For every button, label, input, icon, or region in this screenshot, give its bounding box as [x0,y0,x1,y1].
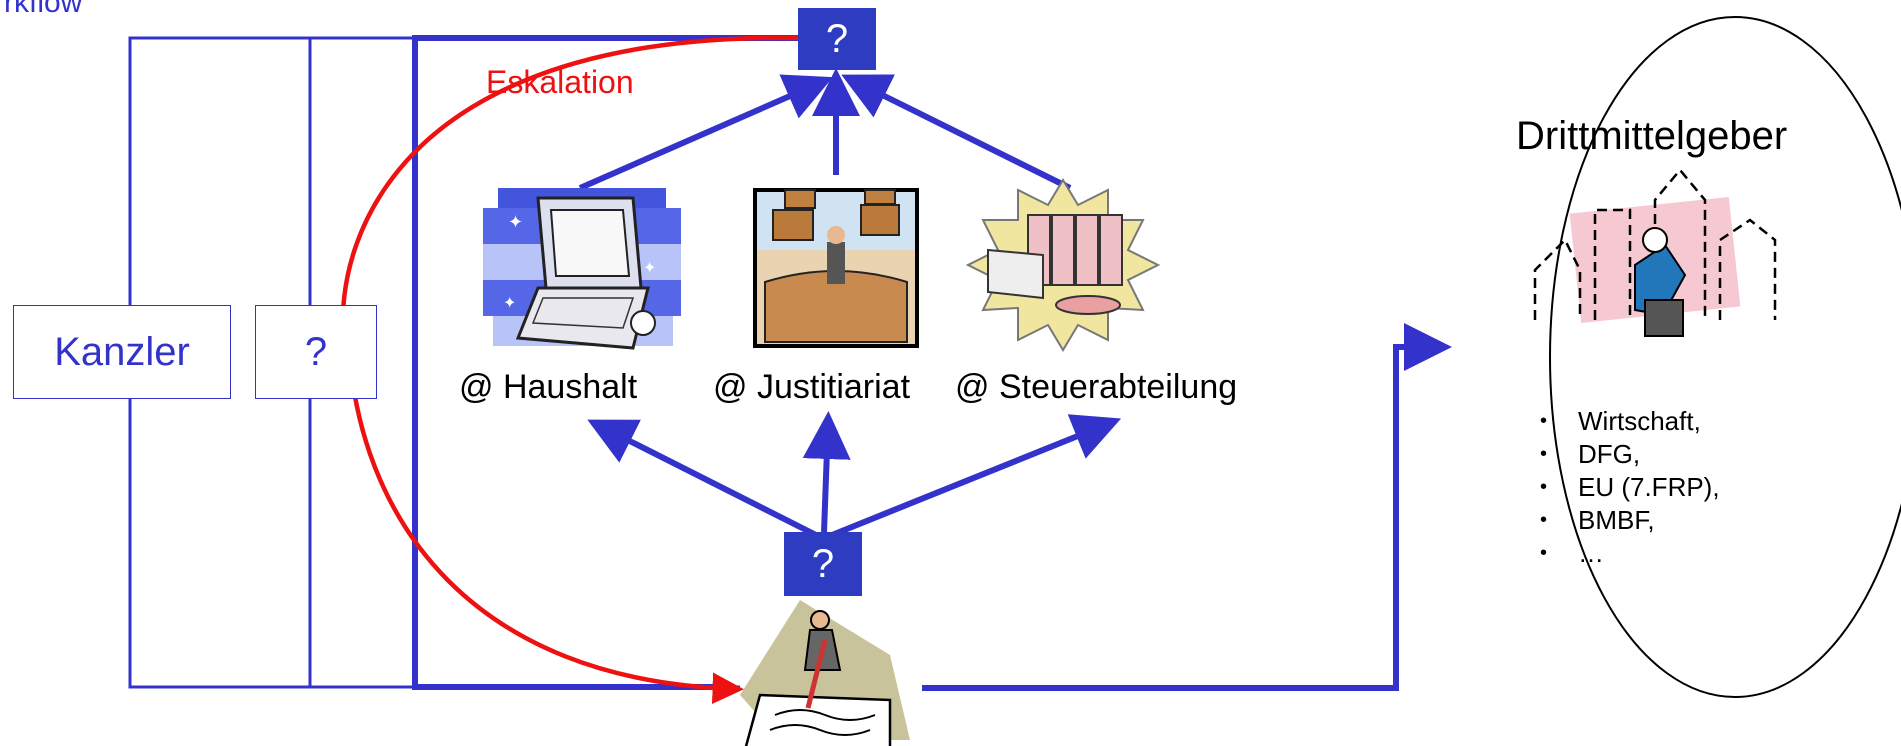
department-label-steuerabteilung: @ Steuerabteilung [955,368,1238,406]
funder-item: … [1540,537,1720,570]
top-node-label: ? [825,16,849,61]
funder-title: Drittmittelgeber [1516,114,1788,158]
unknown-role-label: ? [304,329,328,374]
arrow-bottom-to-justitiariat [802,411,851,533]
funder-item: BMBF, [1540,504,1720,537]
arrow-steuer-to-top [841,74,1072,191]
header-fragment: rkflow [4,0,83,19]
funder-list: Wirtschaft, DFG, EU (7.FRP), BMBF, … [1540,405,1720,570]
svg-text:✦: ✦ [643,258,656,277]
main-flow-frame [412,35,798,690]
funder-item: EU (7.FRP), [1540,471,1720,504]
bottom-node-label: ? [811,541,835,586]
legal-department-icon [753,188,919,348]
department-label-justitiariat: @ Justitiariat [713,368,911,406]
kanzler-box[interactable]: Kanzler [13,305,231,399]
kanzler-label: Kanzler [54,329,190,374]
svg-text:✦: ✦ [508,212,523,233]
escalation-label: Eskalation [486,64,634,100]
top-node[interactable]: ? [798,8,876,70]
funder-item: DFG, [1540,438,1720,471]
escalation-curve [340,35,801,704]
arrow-bottom-to-steuer [830,414,1122,538]
unknown-role-box[interactable]: ? [255,305,377,399]
person-writing-icon [740,600,910,746]
city-businessman-icon [1533,168,1777,337]
bottom-node[interactable]: ? [784,532,862,596]
laptop-icon: ✦ ✦ ✦ [483,188,681,350]
department-label-haushalt: @ Haushalt [459,368,638,406]
arrow-bottom-to-haushalt [587,419,818,538]
funder-item: Wirtschaft, [1540,405,1720,438]
arrow-to-funder [922,323,1452,691]
arrows-to-top-node [578,68,1072,191]
svg-text:✦: ✦ [503,293,516,312]
arrow-haushalt-to-top [578,74,833,191]
binders-icon [965,178,1161,352]
arrows-from-bottom-node [587,411,1122,538]
